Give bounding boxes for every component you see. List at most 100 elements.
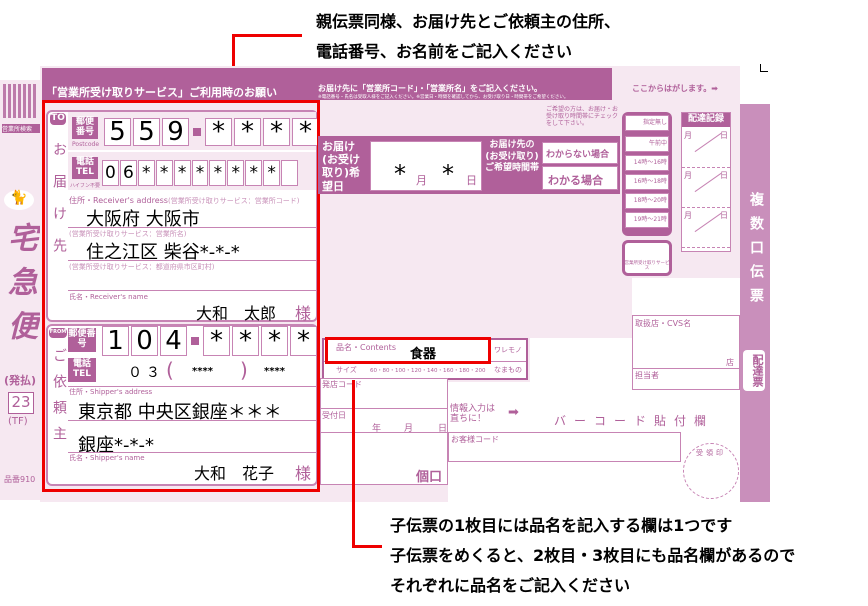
year-label: 年 <box>372 424 382 434</box>
tel-digit[interactable]: * <box>227 160 245 186</box>
month-value[interactable]: * <box>394 160 406 188</box>
tel-digit[interactable]: * <box>137 160 155 186</box>
office-name-hint: (営業所受け取りサービス：営業所名) <box>69 230 187 238</box>
divider <box>68 452 316 453</box>
postcode-digit[interactable]: * <box>232 326 259 356</box>
side-strip <box>740 104 770 502</box>
divider <box>68 386 316 387</box>
tel-digit[interactable]: * <box>209 160 227 186</box>
postcode-digit[interactable]: * <box>292 117 319 147</box>
postcode-digit[interactable]: * <box>261 326 288 356</box>
tel-paren-open: ( <box>166 358 174 382</box>
office-search-label: 営業所検索 <box>2 124 40 133</box>
origin-code-label: 発店コード <box>322 380 362 389</box>
peel-here-label: ここからはがします。➡ <box>632 84 718 93</box>
tel-paren-close: ) <box>240 358 248 382</box>
postcode-digit[interactable]: 1 <box>102 326 129 356</box>
known-time-option[interactable]: わかる場合 <box>542 166 618 190</box>
tel-digit[interactable]: 6 <box>119 160 137 186</box>
tel-digit[interactable]: * <box>245 160 263 186</box>
customer-code-label: お客様コード <box>451 435 499 444</box>
pieces-label: 個口 <box>416 470 443 485</box>
record-slash <box>694 212 722 233</box>
postcode-digit[interactable]: * <box>290 326 317 356</box>
header-strip <box>42 68 612 100</box>
request-line: お届け先に「営業所コード」・「営業所名」をご記入ください。 <box>318 84 542 93</box>
time-slot-checkbox[interactable]: 午前中 <box>625 136 669 152</box>
tel-digit[interactable]: 0 <box>102 160 119 186</box>
time-slot-checkbox[interactable]: 18時〜20時 <box>625 193 669 209</box>
divider <box>320 408 448 409</box>
date-field[interactable] <box>370 141 482 191</box>
customer-code-box[interactable] <box>448 432 681 462</box>
annotation-bottom-2: 子伝票をめくると、2枚目・3枚目にも品名欄があるので <box>390 546 796 565</box>
postcode-digit[interactable]: 4 <box>160 326 187 356</box>
shipper-address-line1[interactable]: 東京都 中央区銀座＊＊＊ <box>78 402 282 423</box>
record-month: 月 <box>684 211 692 220</box>
shipper-tel-area[interactable]: ０３ <box>128 365 164 381</box>
record-slash <box>694 172 722 193</box>
time-slots: 指定無し午前中 14時〜16時 16時〜18時 18時〜20時 19時〜21時 <box>625 115 669 231</box>
day-value[interactable]: * <box>442 160 454 188</box>
postcode-digit[interactable]: * <box>263 117 290 147</box>
tel-digit[interactable]: * <box>263 160 281 186</box>
lower-left-boxes <box>320 378 448 485</box>
office-code-hint: (営業所受け取りサービス：営業所コード) <box>168 197 300 205</box>
shipper-name-label: 氏名・Shipper's name <box>69 454 145 462</box>
accepted-label: 受付日 <box>322 411 346 420</box>
shipper-address-line2[interactable]: 銀座*-*-* <box>78 435 154 456</box>
postcode-digit[interactable]: * <box>203 326 230 356</box>
postcode-digit[interactable]: * <box>234 117 261 147</box>
tel-digit[interactable]: * <box>155 160 173 186</box>
tf-label: (TF) <box>8 416 28 427</box>
annotation-top-2: 電話番号、お名前をご記入ください <box>316 42 573 61</box>
shipper-tel-label: 電話TEL <box>68 358 96 382</box>
contents-value[interactable]: 食器 <box>410 347 437 362</box>
tel-digit[interactable]: * <box>173 160 191 186</box>
tel-digit[interactable] <box>281 160 298 186</box>
postcode-hyphen <box>193 128 201 136</box>
shipper-tel-last[interactable]: **** <box>264 366 285 377</box>
postcode-digit[interactable]: 0 <box>131 326 158 356</box>
unknown-time-option[interactable]: わからない場合 <box>542 142 618 164</box>
postcode-digit[interactable]: 5 <box>104 117 131 147</box>
time-label: お届け先の(お受け取り)ご希望時間帯 <box>484 140 539 174</box>
receiver-address-line2[interactable]: 住之江区 柴谷*-*-* <box>86 242 240 263</box>
receiver-address-label: 住所・Receiver's address <box>69 196 168 205</box>
record-title: 配達記録 <box>682 113 730 127</box>
annotation-bottom-3: それぞれに品名をご記入ください <box>390 576 631 595</box>
shipper-name[interactable]: 大和 花子 <box>194 464 275 483</box>
shipper-tag: FROM <box>49 328 67 338</box>
tel-digit[interactable]: * <box>191 160 209 186</box>
staff-box[interactable] <box>632 368 740 390</box>
receiver-name[interactable]: 大和 太郎 <box>196 304 277 323</box>
cat-logo-icon: 🐈 <box>4 190 34 210</box>
record-row: 月日 <box>682 128 730 168</box>
office-pickup-box[interactable] <box>622 240 672 276</box>
month-unit: 月 <box>416 174 427 187</box>
record-day: 日 <box>720 211 728 220</box>
size-options[interactable]: 60・80・100・120・140・160・180・200 <box>370 368 486 374</box>
postcode-digit[interactable]: 9 <box>162 117 189 147</box>
day-label: 日 <box>438 424 448 434</box>
date-label: お届け(お受け取り)希望日 <box>322 140 361 193</box>
record-slash <box>694 132 722 153</box>
service-mark: 宅急便 <box>2 222 37 354</box>
receiver-address-line1[interactable]: 大阪府 大阪市 <box>86 209 200 230</box>
postcode-digit[interactable]: * <box>205 117 232 147</box>
postcode-digit[interactable]: 5 <box>133 117 160 147</box>
time-slot-checkbox[interactable]: 14時〜16時 <box>625 155 669 171</box>
time-slot-checkbox[interactable]: 16時〜18時 <box>625 174 669 190</box>
qr-code <box>3 84 36 118</box>
store-box[interactable] <box>632 315 740 369</box>
arrow-right-icon: ➡ <box>508 405 519 420</box>
pref-hint: (営業所受け取りサービス：都道府県市区町村) <box>69 263 215 271</box>
time-slot-checkbox[interactable]: 指定無し <box>625 115 669 131</box>
shipper-tel-mid[interactable]: **** <box>192 366 213 377</box>
staff-label: 担当者 <box>635 371 659 380</box>
time-slot-checkbox[interactable]: 19時〜21時 <box>625 212 669 228</box>
fragile-label: ワレモノ <box>494 346 522 354</box>
